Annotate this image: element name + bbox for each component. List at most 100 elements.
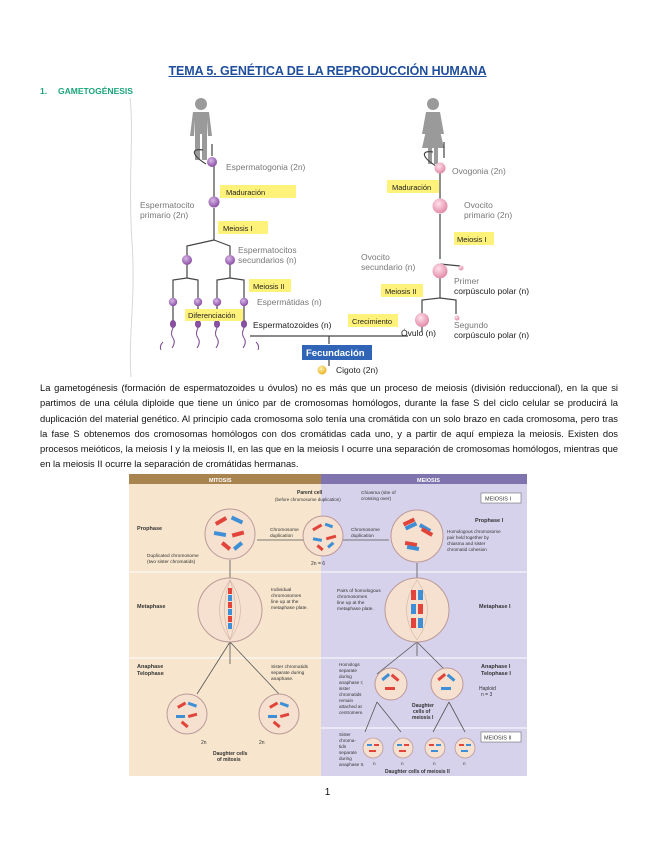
label-espermatocito-primario-2: primario (2n) [140,210,188,220]
mitosis-meiosis-diagram: MITOSIS MEIOSIS MEIOSIS I MEIOSIS II Par… [129,474,527,776]
indiv-label-4: metaphase plate. [271,605,308,611]
mitosis-prophase-chromosomes [213,515,245,551]
pairs-label-1: Pairs of homologous [337,588,381,594]
label-maduracion-m: Maduración [226,188,265,197]
chiasma-label-2: crossing over) [361,496,392,502]
sister-chroma-text: Sister chroma- tids separate during anap… [339,732,364,767]
meiosis-prophase-i-cell [390,509,444,563]
espermatocito-secundario-cell [182,255,192,265]
label-ovogonia: Ovogonia (2n) [452,166,506,176]
meiosis-prophase-i-chromosomes [402,517,434,552]
label-espermatogonia: Espermatogonia (2n) [226,162,306,172]
two-n-label-right: 2n [259,740,265,746]
label-ovocito-sec-1: Ovocito [361,252,390,262]
indiv-label-2: chromosomes [271,593,302,599]
mitosis-daughter-cell [166,693,208,735]
ovulo-cell [415,313,429,327]
box-fecundacion [302,345,372,360]
meiosis-header: MEIOSIS [417,478,440,484]
daughter-i-label-1: Daughter [412,703,434,709]
label-espermatidas: Espermátidas (n) [257,297,322,307]
meiosis-ii-daughter-cell [392,737,414,759]
page-title: TEMA 5. GENÉTICA DE LA REPRODUCCIÓN HUMA… [168,64,487,78]
sister-sep-label-3: anaphase. [271,676,293,682]
section-number: 1. [40,86,48,96]
anaphase-label: Anaphase [137,664,163,670]
label-segundo-cp-2: corpúsculo polar (n) [454,330,529,340]
daughter-i-label-3: meiosis I [412,715,434,721]
label-ovulo: Óvulo (n) [401,328,436,338]
espermatogonia-cell [207,157,217,167]
mitosis-prophase-cell [204,508,256,560]
pairs-label-4: metaphase plate. [337,606,374,612]
parent-cell-label-2: (before chromosome duplication) [275,497,341,502]
meiosis-ii-cells [362,737,476,759]
metaphase-label: Metaphase [137,604,165,610]
mitosis-daughter-chromosomes [176,701,290,729]
box-meiosis2-f [381,284,423,297]
box-maduracion-m [220,185,296,198]
meiosis-i-daughter-cell [430,667,464,701]
n-label: n [401,761,404,766]
espermatida-cell [193,297,203,307]
daughter-mitosis-label-1: Daughter cells [213,751,248,757]
label-segundo-cp-1: Segundo [454,320,488,330]
chrom-dup-label-1: Chromosome [270,527,299,533]
homologs-sep-line: attached at [339,704,362,709]
page-number: 1 [324,787,331,798]
two-n-label-left: 2n [201,740,207,746]
chrom-dup-label-2: duplication [270,533,293,539]
prophase-label: Prophase [137,526,162,532]
homologs-sep-line: anaphase I; [339,680,363,685]
gametogenesis-diagram: Espermatogonia (2n) Maduración Espermato… [129,97,529,378]
label-espermatozoides: Espermatozoides (n) [253,320,332,330]
meiosis-ii-label: MEIOSIS II [484,736,512,742]
mitosis-header-bar [129,474,321,484]
mitosis-header: MITOSIS [209,478,232,484]
telophase-label: Telophase [137,671,164,677]
meiosis-header-bar [321,474,527,484]
label-espermatocito-primario-1: Espermatocito [140,200,195,210]
label-cigoto: Cigoto (2n) [336,365,378,375]
label-meiosis1-f: Meiosis I [457,235,487,244]
espermatocito-secundario-cell [225,255,235,265]
section-title: GAMETOGÉNESIS [58,86,133,96]
homologs-sep-line: chromatids [339,692,362,697]
daughter-mitosis-label-2: of mitosis [217,757,241,763]
parent-cell-label-1: Parent cell [297,490,323,496]
meiosis-metaphase-i-cell [384,577,450,643]
meiosis-ii-tag [480,731,522,743]
meiosis-spindle [406,579,428,641]
box-maduracion-f [387,180,439,193]
homologs-sep-line: sister [339,686,350,691]
label-ovocito-sec-2: secundario (n) [361,262,416,272]
espermatozoides-icon [159,320,260,351]
box-diferenciacion [185,309,243,321]
label-crecimiento: Crecimiento [352,317,392,326]
meiosis-i-daughter-cell [374,667,408,701]
cigoto-cell [317,365,327,375]
segundo-corpusculo-polar-cell [454,315,460,321]
espermatida-cell [239,297,249,307]
meiosis-i-daughter-chromosomes [381,673,456,690]
box-meiosis1-m [218,221,268,234]
box-meiosis2-m [249,279,291,292]
n-label: n [433,761,436,766]
sister-chroma-line: chroma- [339,738,356,743]
pairs-label-3: line up at the [337,600,365,606]
homologs-sep-line: Homologs [339,662,360,667]
dup-chrom-label-1: Duplicated chromosome [147,553,199,559]
mitosis-spindle [219,579,241,641]
label-primer-cp-2: corpúsculo polar (n) [454,286,529,296]
sister-chroma-line: separate [339,750,357,755]
label-meiosis2-m: Meiosis II [253,282,285,291]
sister-chroma-line: during [339,756,352,761]
anaphase-i-label: Anaphase I [481,664,511,670]
n-label: n [463,761,466,766]
homolog-pair-label-1: Homologous chromosome [447,529,501,534]
meiosis-ii-daughter-cell [454,737,476,759]
metaphase-i-label: Metaphase I [479,604,511,610]
homologs-sep-line: separate [339,668,357,673]
label-fecundacion: Fecundación [306,348,365,359]
homologs-sep-line: remain [339,698,353,703]
